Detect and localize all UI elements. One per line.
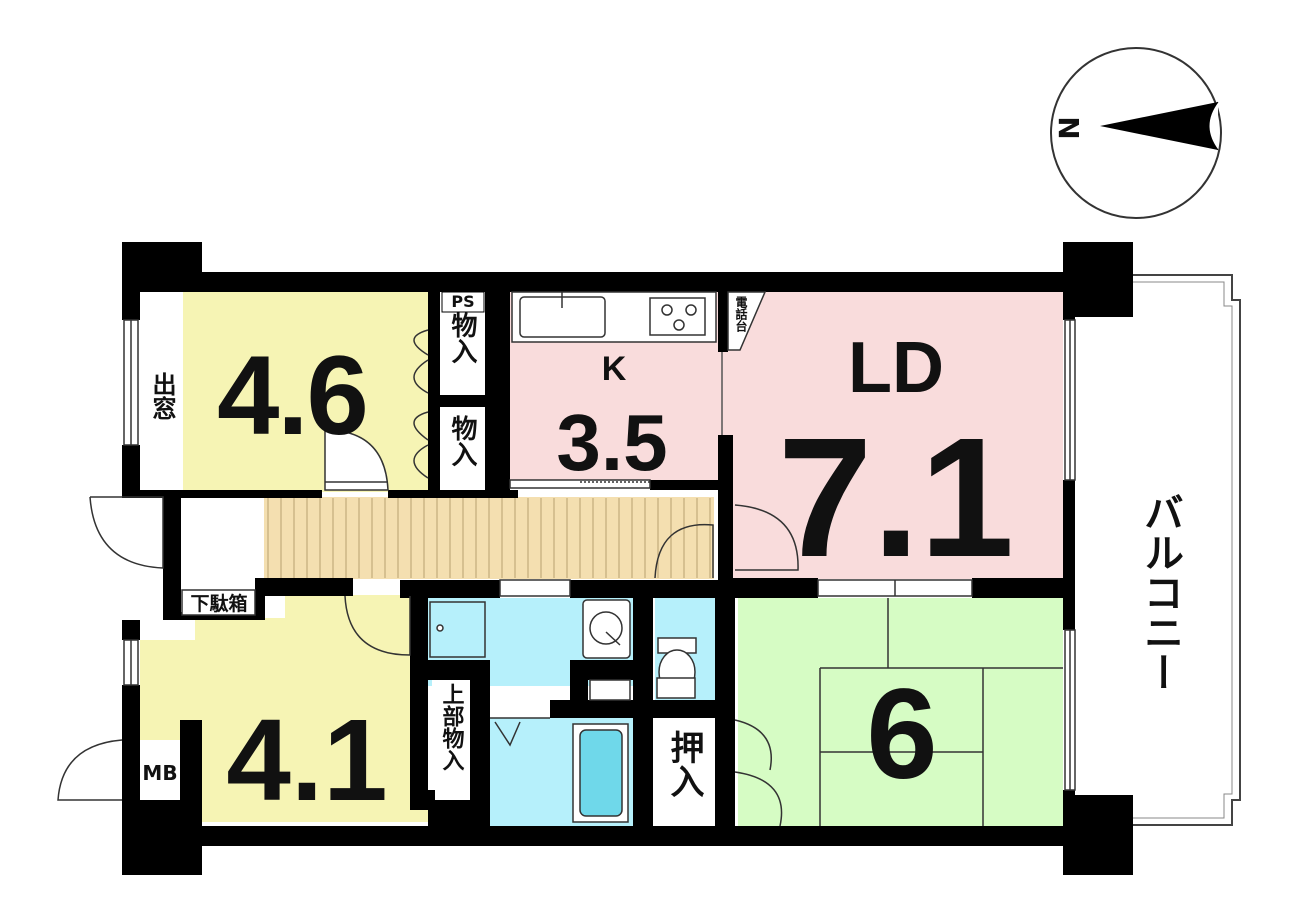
windows xyxy=(123,319,1076,791)
room-western-b-size: 4.1 xyxy=(226,695,387,825)
hall-flooring xyxy=(267,498,711,578)
closet-label: 押入 xyxy=(664,730,704,798)
walls xyxy=(122,242,1133,875)
cooktop xyxy=(649,297,706,336)
compass: N xyxy=(1050,47,1222,219)
doors xyxy=(57,329,799,827)
compass-needle xyxy=(1100,102,1218,150)
balcony xyxy=(1132,274,1241,826)
room-western-a-size: 4.6 xyxy=(217,333,367,458)
phone-stand xyxy=(727,291,767,351)
room-kitchen-size: 3.5 xyxy=(556,398,667,487)
bay-window-fill xyxy=(140,310,183,475)
small-labels: PS 物入 物入 出窓 電話台 下駄箱 上部物入 MB 押入 バルコニー xyxy=(140,291,1183,826)
balcony-label: バルコニー xyxy=(1137,492,1183,692)
room-ld-name: LD xyxy=(848,328,944,408)
pipe-space-label: PS xyxy=(451,292,474,311)
compass-north-label: N xyxy=(1052,116,1085,139)
fixtures xyxy=(181,291,767,823)
bay-window-label: 出窓 xyxy=(148,372,176,420)
room-western-a-fill xyxy=(183,292,429,492)
room-labels: 4.6 K 3.5 LD 7.1 4.1 6 xyxy=(217,328,1014,825)
room-ld-fill xyxy=(725,292,1063,579)
room-ld-size: 7.1 xyxy=(778,403,1014,593)
tatami-lines xyxy=(819,598,1063,826)
room-japanese-size: 6 xyxy=(866,663,937,806)
storage-1-label: 物入 xyxy=(447,312,477,364)
meter-box-label: MB xyxy=(142,761,177,785)
storage-2-label: 物入 xyxy=(447,415,477,467)
room-western-b-fill xyxy=(140,595,430,822)
phone-stand-label: 電話台 xyxy=(734,296,748,333)
entrance-fill xyxy=(182,497,264,579)
shoe-box xyxy=(181,589,256,616)
upper-storage-label: 上部物入 xyxy=(439,683,465,771)
room-japanese-fill xyxy=(738,598,1063,826)
shoe-box-label: 下駄箱 xyxy=(190,592,247,615)
room-kitchen-name: K xyxy=(602,350,627,388)
